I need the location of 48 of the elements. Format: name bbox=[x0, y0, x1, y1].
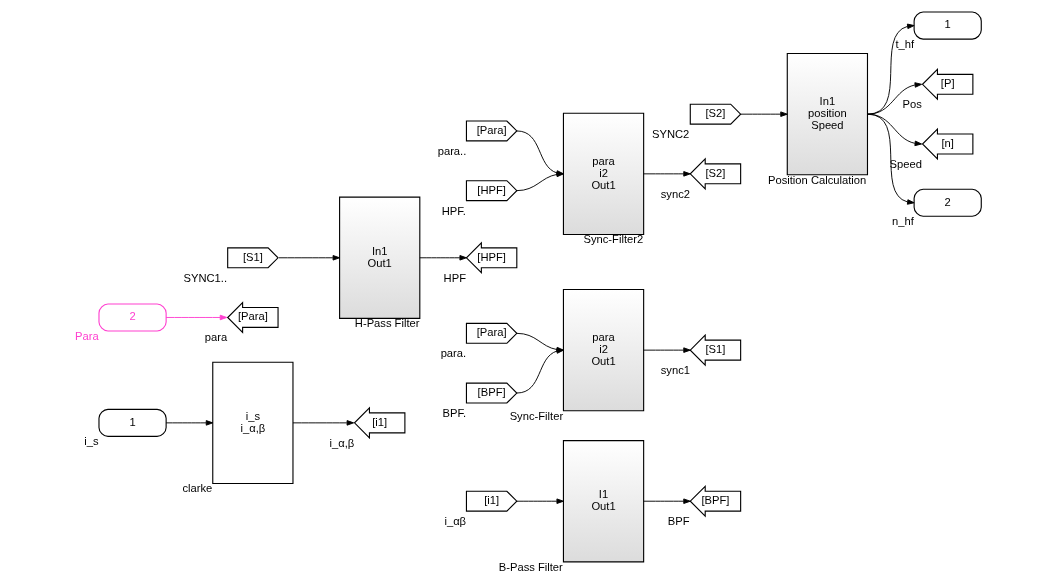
arrow bbox=[165, 420, 213, 426]
node-label: HPF bbox=[443, 271, 466, 284]
arrow bbox=[866, 82, 922, 115]
arrow bbox=[292, 420, 354, 426]
node-label: t_hf bbox=[894, 38, 914, 51]
node-box: para i2 Out1 bbox=[562, 288, 644, 412]
arrow bbox=[418, 255, 467, 261]
arrow bbox=[866, 23, 915, 115]
node-box: In1 Out1 bbox=[338, 196, 420, 319]
node-box: para i2 Out1 bbox=[562, 112, 644, 236]
node-label: Pos bbox=[902, 98, 922, 111]
node-label: n_hf bbox=[891, 215, 914, 228]
node-label: para bbox=[204, 331, 227, 344]
arrow bbox=[278, 255, 340, 261]
node-label: i_s bbox=[83, 435, 99, 448]
node-label: para.. bbox=[437, 144, 466, 157]
node-box: I1 Out1 bbox=[562, 440, 644, 563]
arrow bbox=[642, 498, 691, 504]
node-label: SYNC2 bbox=[651, 128, 689, 141]
node-label: Sync-Filter bbox=[509, 409, 563, 422]
node-box: 1 bbox=[913, 11, 982, 40]
node-label: Speed bbox=[889, 157, 922, 170]
node-box: 1 bbox=[97, 408, 167, 437]
node-label: BPF bbox=[667, 515, 690, 528]
arrow bbox=[739, 111, 788, 117]
arrow bbox=[642, 347, 691, 353]
node-label: Position Calculation bbox=[767, 173, 866, 186]
node-box: In1 position Speed bbox=[786, 53, 868, 176]
node-label: i_αβ bbox=[443, 515, 466, 528]
arrow bbox=[515, 498, 564, 504]
node-label: B-Pass Filter bbox=[498, 560, 563, 573]
node-label: H-Pass Filter bbox=[354, 317, 419, 330]
arrow bbox=[642, 171, 691, 177]
node-label: BPF. bbox=[442, 406, 466, 419]
node-box: 2 bbox=[97, 303, 167, 332]
node-label: Sync-Filter2 bbox=[582, 233, 643, 246]
node-label: sync2 bbox=[660, 187, 690, 200]
node-box: 2 bbox=[913, 188, 982, 217]
arrow bbox=[165, 314, 227, 321]
node-label: HPF. bbox=[441, 204, 466, 217]
node-label: SYNC1.. bbox=[183, 271, 227, 284]
node-box: i_s i_α,β bbox=[211, 361, 294, 485]
node-label: clarke bbox=[181, 482, 212, 495]
node-label: para. bbox=[440, 347, 466, 360]
node-label: Para bbox=[74, 329, 99, 342]
arrow bbox=[866, 113, 915, 205]
node-label: i_α,β bbox=[329, 436, 354, 449]
node-label: sync1 bbox=[660, 364, 690, 376]
